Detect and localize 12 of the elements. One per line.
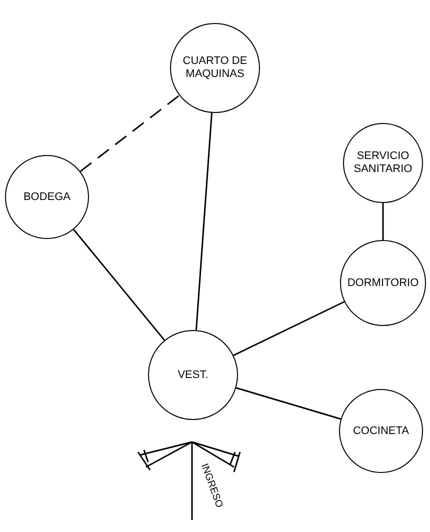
room-name: SERVICIO SANITARIO <box>352 150 414 176</box>
connector-line <box>236 387 341 420</box>
room-name: BODEGA <box>22 190 72 204</box>
connector-line <box>73 229 166 341</box>
connector-line <box>233 301 345 356</box>
room-name: VEST. <box>176 368 210 382</box>
connector-line <box>382 203 384 240</box>
connector-line <box>80 94 180 172</box>
room-name: CUARTO DE MAQUINAS <box>182 55 248 81</box>
connector-line <box>195 112 213 330</box>
room-name: DORMITORIO <box>346 276 420 290</box>
room-name: COCINETA <box>352 424 410 438</box>
